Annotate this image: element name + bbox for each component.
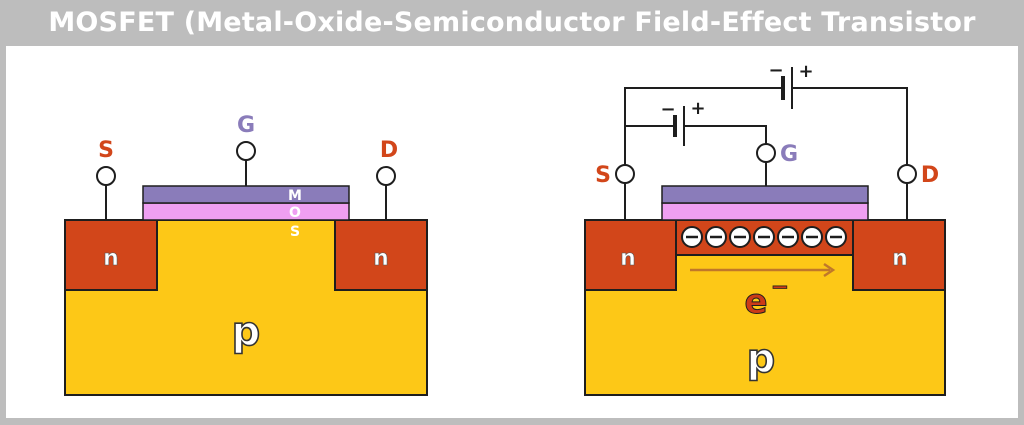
- right-outer-circuit-wire-right: [792, 87, 908, 165]
- left-layer-m-label: M: [288, 188, 302, 204]
- right-n-source-label: n: [620, 246, 636, 271]
- channel-charge: [753, 226, 775, 248]
- page-title: MOSFET (Metal-Oxide-Semiconductor Field-…: [48, 7, 976, 38]
- left-metal-layer: [142, 185, 350, 204]
- title-banner: MOSFET (Metal-Oxide-Semiconductor Field-…: [0, 0, 1024, 46]
- right-source-label: S: [595, 163, 611, 188]
- left-n-source-label: n: [103, 246, 119, 271]
- left-n-region-source: [64, 219, 158, 291]
- left-drain-label: D: [380, 138, 398, 163]
- right-top-battery-plus: +: [798, 61, 813, 82]
- right-gate-battery-minus: −: [660, 99, 675, 120]
- left-mosfet: S G D M O S n n p: [64, 113, 428, 396]
- right-electron-flow-arrowhead: [823, 262, 836, 278]
- right-electron-superscript: −: [771, 275, 789, 300]
- left-oxide-layer: [142, 202, 350, 221]
- channel-charge: [777, 226, 799, 248]
- channel-charge: [825, 226, 847, 248]
- right-drain-label: D: [921, 163, 939, 188]
- channel-charge: [729, 226, 751, 248]
- left-source-label: S: [98, 138, 114, 163]
- right-p-label: p: [747, 336, 776, 382]
- right-n-region-drain: [852, 219, 946, 291]
- channel-charge: [681, 226, 703, 248]
- right-gate-terminal: [756, 143, 776, 163]
- right-mosfet: − + − + S G D: [584, 60, 946, 396]
- right-gate-circuit-wire-right: [684, 125, 767, 144]
- channel-charge: [705, 226, 727, 248]
- right-gate-label: G: [780, 142, 798, 167]
- left-gate-terminal: [236, 141, 256, 161]
- left-layer-o-label: O: [289, 205, 301, 221]
- right-metal-layer: [661, 185, 869, 204]
- left-layer-s-label: S: [290, 224, 300, 240]
- channel-charge: [801, 226, 823, 248]
- right-oxide-layer: [661, 202, 869, 221]
- left-n-region-drain: [334, 219, 428, 291]
- right-source-terminal: [615, 164, 635, 184]
- right-electron-label: e: [744, 282, 767, 322]
- left-drain-terminal: [376, 166, 396, 186]
- right-n-drain-label: n: [892, 246, 908, 271]
- left-gate-label: G: [237, 113, 255, 138]
- left-source-terminal: [96, 166, 116, 186]
- right-gate-battery-plus: +: [690, 98, 705, 119]
- right-n-region-source: [584, 219, 677, 291]
- right-drain-terminal: [897, 164, 917, 184]
- right-outer-circuit-wire-left: [624, 87, 783, 165]
- right-channel-charges: [681, 226, 847, 248]
- left-p-label: p: [232, 309, 261, 355]
- right-top-battery-minus: −: [768, 60, 783, 81]
- left-n-drain-label: n: [373, 246, 389, 271]
